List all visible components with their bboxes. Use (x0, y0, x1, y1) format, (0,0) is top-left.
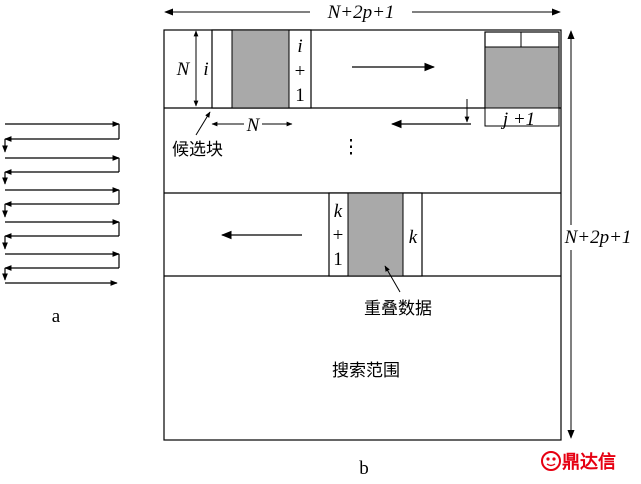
block-i-label: i (203, 59, 208, 80)
block-k-next-label: k (334, 201, 343, 222)
overlap-data-label: 重叠数据 (364, 299, 432, 319)
block-i-plus-sign: + (295, 61, 306, 82)
scan-arrow-pair (2, 251, 120, 281)
scan-arrow-pair (2, 219, 120, 250)
block-k-label: k (409, 227, 418, 248)
watermark-text: 鼎达信 (562, 451, 616, 473)
continuation-dots: ⋮ (342, 137, 361, 158)
overlap-region-i (231, 29, 290, 109)
overlap-region-j (484, 46, 560, 109)
block-j-next-label: j +1 (500, 109, 535, 130)
block-i-one: 1 (295, 85, 305, 106)
block-width-label: N (246, 115, 261, 136)
overlap-pointer (384, 265, 401, 293)
width-dimension-label: N+2p+1 (327, 2, 395, 23)
candidate-pointer (195, 111, 211, 136)
block-i-next-label: i (297, 36, 302, 57)
search-range-label: 搜索范围 (332, 361, 400, 381)
scan-pattern-panel-a (2, 121, 120, 286)
height-dimension-label: N+2p+1 (564, 227, 632, 248)
scan-arrow-pair (2, 155, 120, 185)
panel-b-caption: b (359, 458, 369, 479)
search-range-box (163, 29, 562, 441)
watermark: 鼎达信 (541, 451, 616, 473)
search-range-panel-b: N+2p+1 N+2p+1 N i i + 1 N 候选块 j +1 (163, 2, 632, 441)
scan-arrow-pair (2, 187, 120, 218)
candidate-block-label: 候选块 (172, 140, 223, 160)
panel-a-caption: a (52, 306, 61, 327)
block-k-plus-sign: + (333, 225, 344, 246)
block-k-one: 1 (333, 249, 343, 270)
dingdaxin-logo-icon (541, 451, 561, 471)
block-j-next-frame (484, 107, 560, 127)
block-height-label: N (176, 59, 191, 80)
scan-arrow-pair (2, 121, 120, 153)
overlap-region-k (347, 192, 404, 277)
